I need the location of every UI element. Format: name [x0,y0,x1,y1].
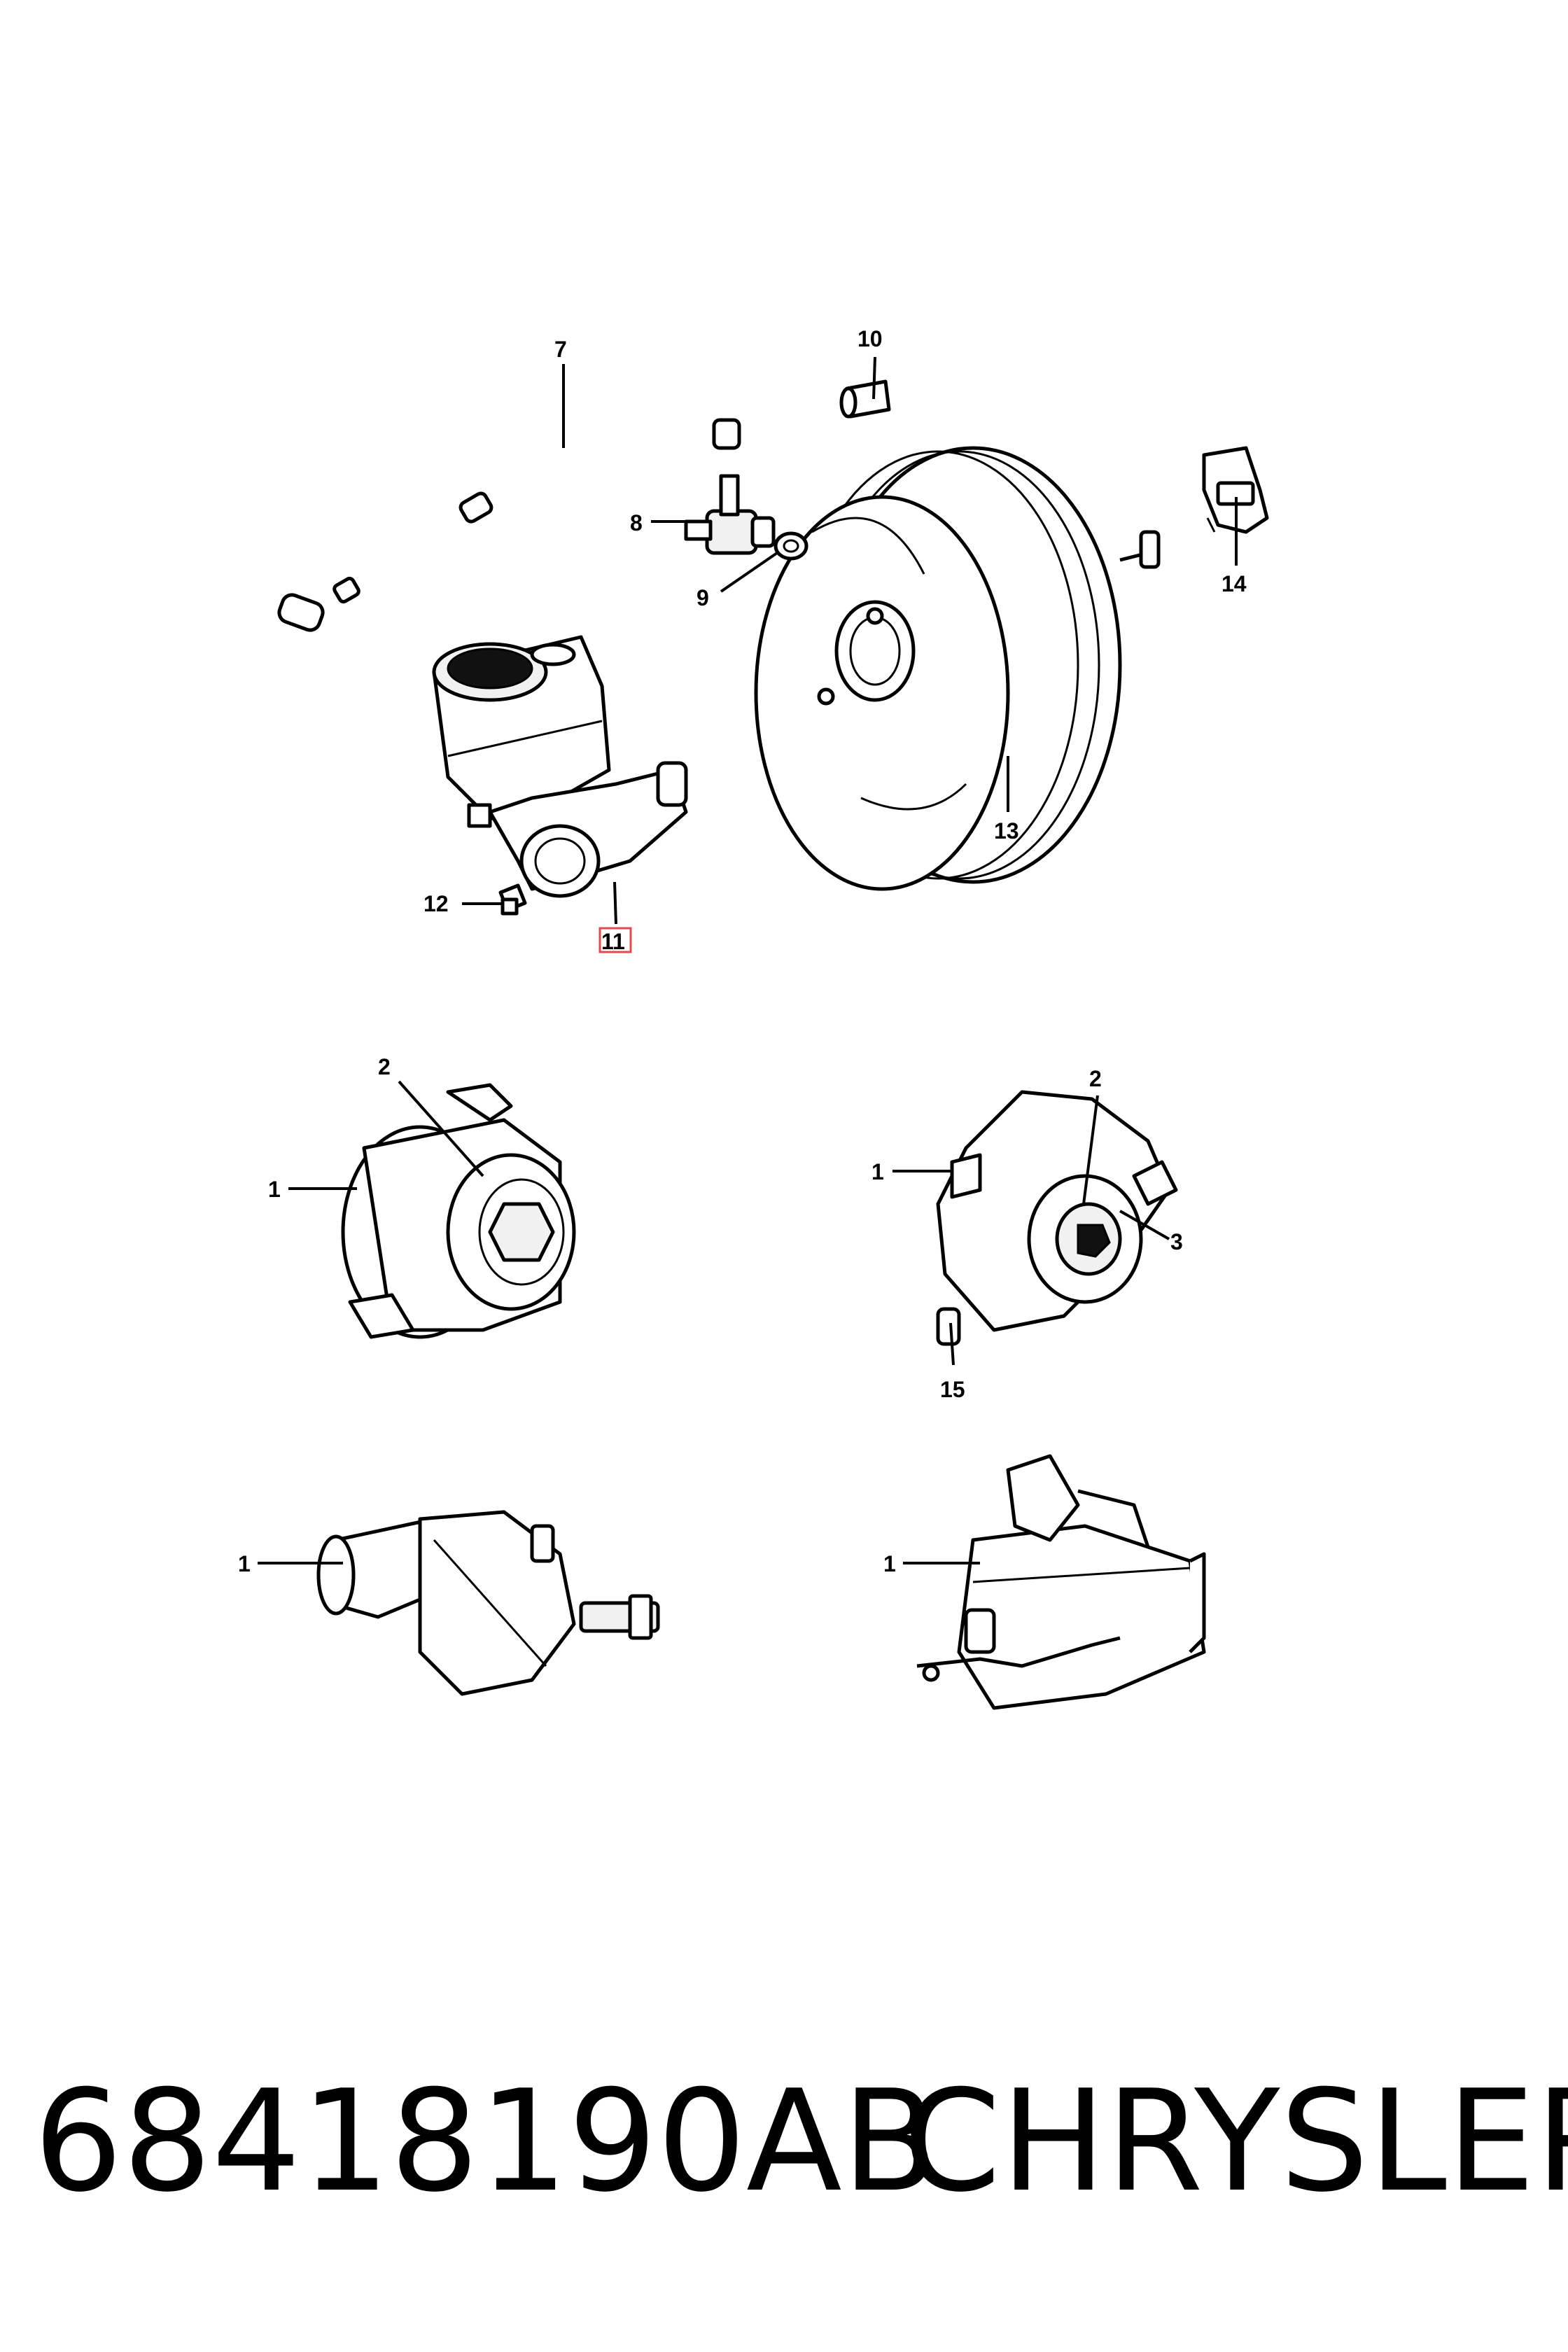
brand-name: CHRYSLER [903,2060,1568,2223]
vacuum-hose-drawing [277,372,741,632]
callout-11: 11 [601,929,625,954]
check-valve-drawing [684,474,776,555]
callout-1a: 1 [268,1177,281,1202]
sensor-bracket-drawing [1202,446,1269,534]
bolt-drawing [498,883,527,916]
vacuum-pump-4-drawing [916,1454,1206,1710]
callouts: 7 10 8 9 14 13 12 11 2 1 2 1 3 15 1 1 [238,326,1247,1576]
callout-10: 10 [858,326,883,351]
callout-7: 7 [554,337,567,362]
callout-12: 12 [424,891,449,916]
callout-15: 15 [940,1377,965,1402]
vacuum-pump-3-drawing [316,1510,660,1696]
vacuum-pump-2-drawing [936,1090,1178,1346]
callout-1b: 1 [872,1159,884,1184]
footer: 68418190AB CHRYSLER [0,2065,1568,2219]
grommet-drawing [839,379,891,419]
brake-booster-drawing [754,446,1161,891]
callout-8: 8 [630,510,643,536]
master-cylinder-drawing [432,635,688,898]
callout-9: 9 [696,585,709,610]
callout-14: 14 [1222,571,1247,596]
nut-drawing [774,531,808,561]
callout-11-highlight [598,927,632,953]
callout-1c: 1 [238,1551,251,1576]
callout-1d: 1 [883,1551,896,1576]
vacuum-pump-1-drawing [341,1083,576,1339]
callout-2b: 2 [1089,1066,1102,1091]
callout-3: 3 [1170,1229,1183,1254]
callout-13: 13 [994,818,1019,844]
leader-lines [258,356,1238,1564]
callout-2a: 2 [378,1054,391,1079]
part-number: 68418190AB [34,2060,938,2223]
